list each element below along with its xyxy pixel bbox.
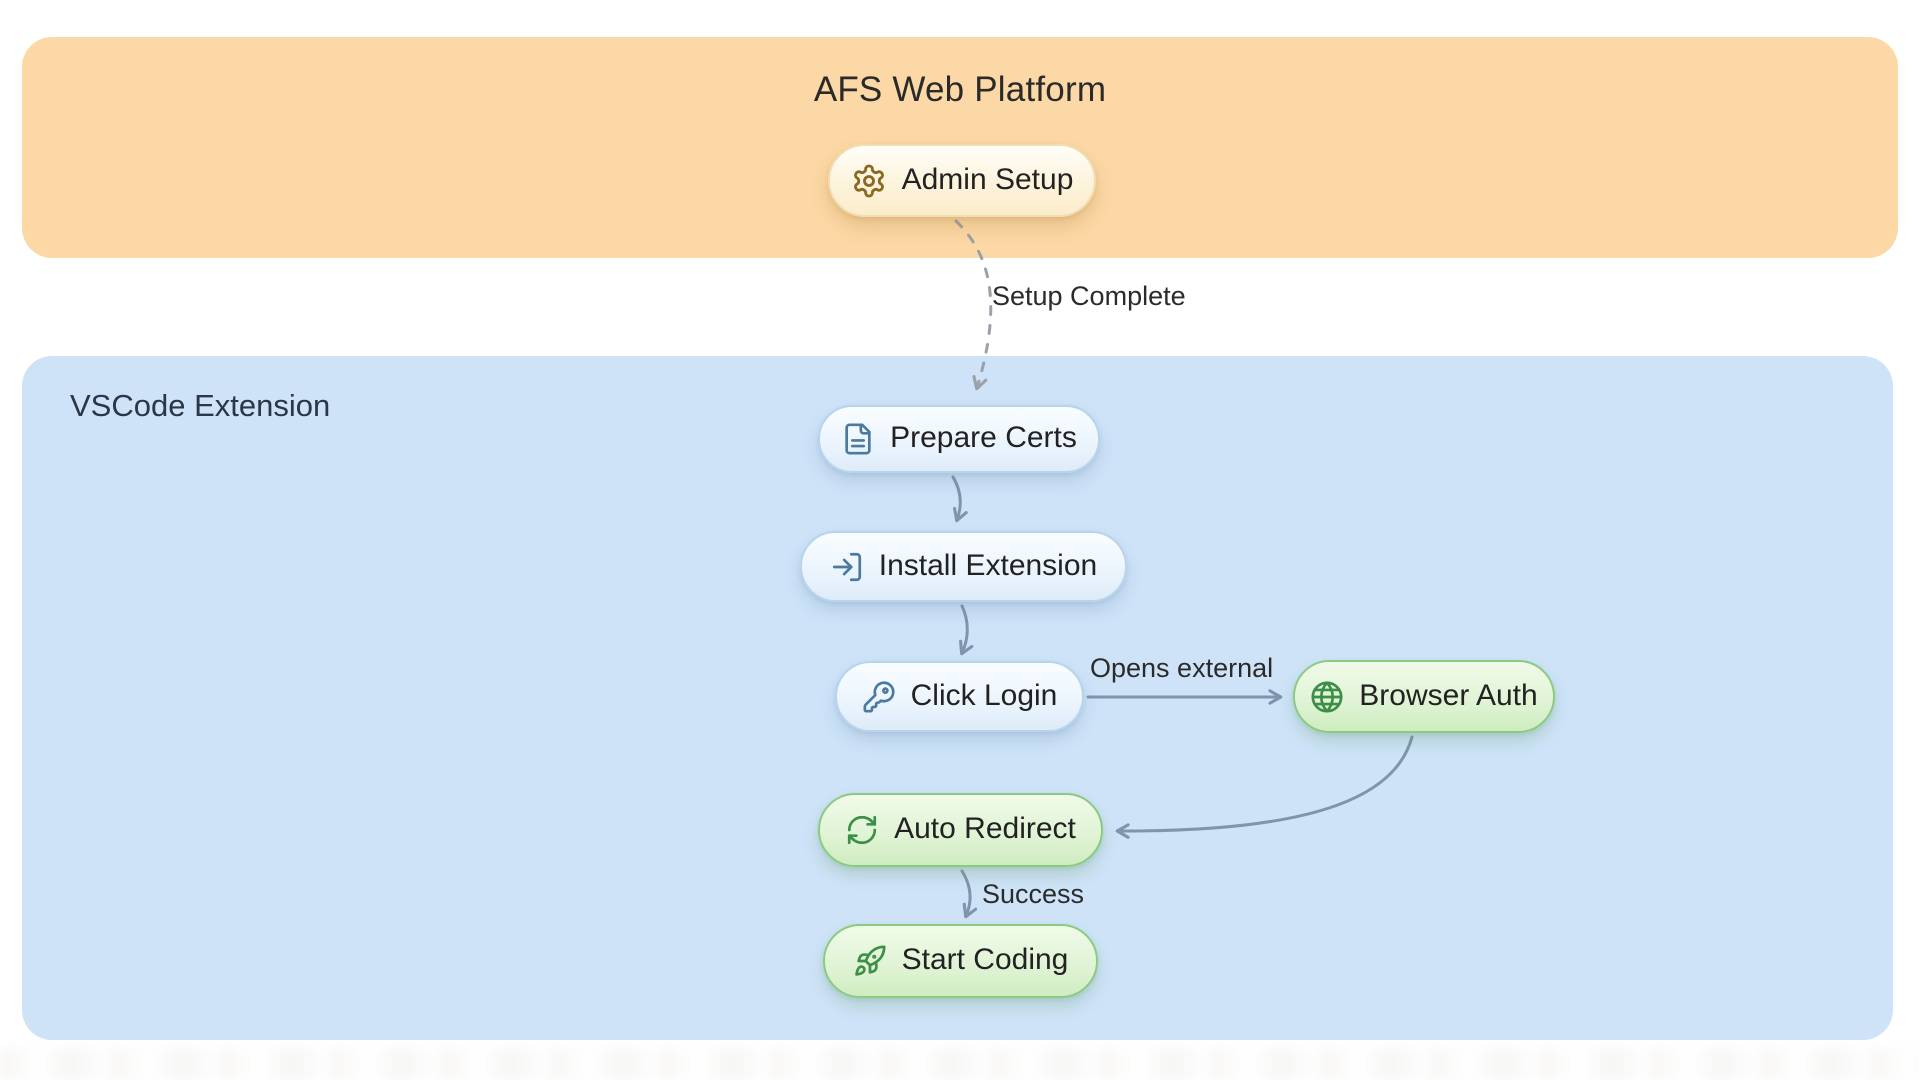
globe-icon: [1310, 680, 1344, 714]
node-browser-auth: Browser Auth: [1293, 660, 1555, 733]
node-label: Admin Setup: [901, 162, 1074, 196]
edge-label-success: Success: [982, 879, 1085, 909]
node-start-coding: Start Coding: [823, 924, 1098, 998]
vscode-extension-title: VSCode Extension: [70, 388, 331, 423]
node-label: Auto Redirect: [894, 812, 1076, 845]
refresh-icon: [845, 813, 879, 847]
node-admin-setup: Admin Setup: [828, 144, 1096, 217]
key-icon: [862, 680, 896, 714]
file-text-icon: [841, 422, 875, 456]
node-click-login: Click Login: [835, 661, 1084, 732]
node-auto-redirect: Auto Redirect: [818, 793, 1103, 867]
edge-label-setup-complete: Setup Complete: [992, 281, 1186, 311]
node-label: Install Extension: [878, 548, 1098, 582]
rocket-icon: [853, 944, 887, 978]
gear-icon: [851, 163, 887, 199]
node-install-extension: Install Extension: [800, 531, 1127, 602]
node-label: Click Login: [910, 678, 1058, 712]
edge-label-opens-external: Opens external: [1090, 653, 1274, 683]
log-in-icon: [830, 550, 864, 584]
node-prepare-certs: Prepare Certs: [818, 405, 1100, 473]
node-label: Start Coding: [901, 943, 1069, 976]
afs-web-platform-title: AFS Web Platform: [813, 70, 1107, 109]
node-label: Prepare Certs: [890, 421, 1077, 454]
bottom-blur-artifact: [0, 1048, 1920, 1080]
node-label: Browser Auth: [1359, 678, 1538, 712]
